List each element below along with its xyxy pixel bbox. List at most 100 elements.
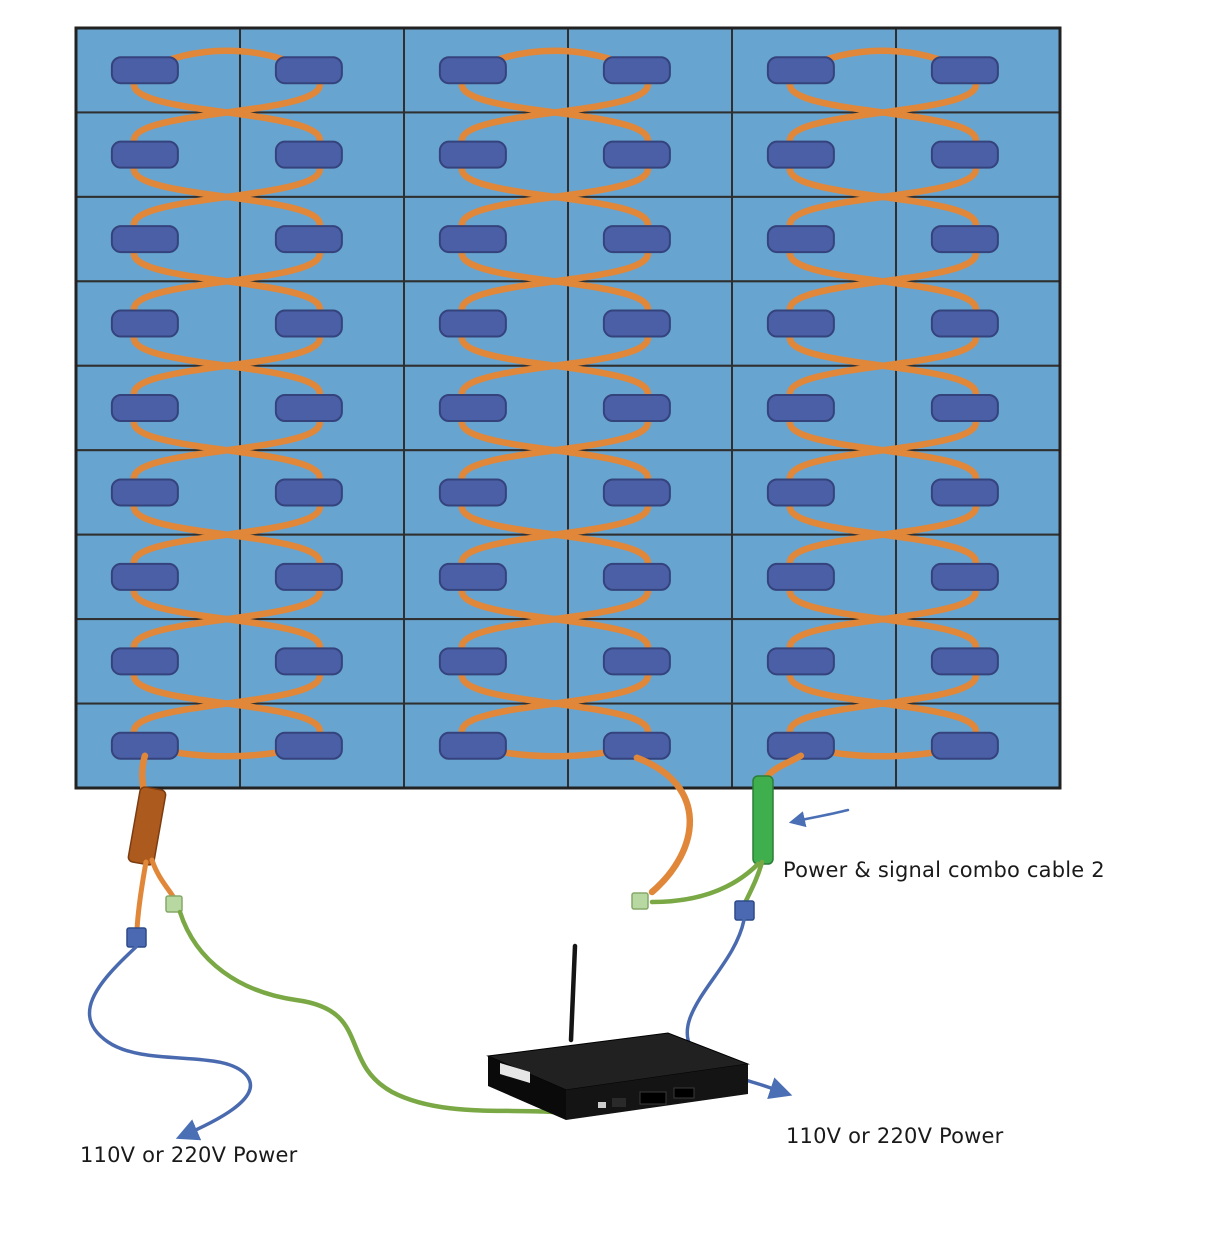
- cable: [786, 489, 979, 581]
- blue-plug-right: [734, 900, 755, 921]
- led-module: [930, 562, 999, 591]
- antenna: [568, 943, 578, 1043]
- led-module: [602, 140, 671, 169]
- blue-plug-left: [126, 927, 147, 948]
- led-module: [602, 394, 671, 422]
- cable: [130, 151, 323, 243]
- cable: [786, 66, 979, 158]
- led-module: [602, 478, 671, 507]
- green-plug-right: [631, 892, 649, 910]
- cable: [130, 320, 323, 412]
- cable: [786, 151, 979, 243]
- panel-outline: [74, 26, 1062, 790]
- led-module: [438, 731, 507, 760]
- cable: [786, 404, 979, 496]
- panel-tile: [239, 195, 405, 283]
- cable: [458, 404, 651, 496]
- cable: [149, 857, 177, 901]
- cable: [633, 754, 693, 896]
- combo-cable-1-connector: [127, 786, 167, 866]
- cable: [458, 489, 651, 581]
- led-module: [438, 56, 507, 85]
- led-module: [438, 225, 507, 254]
- led-module: [438, 309, 507, 338]
- led-module: [110, 394, 179, 422]
- cable: [134, 859, 149, 933]
- led-module: [438, 140, 507, 169]
- led-module: [602, 309, 671, 338]
- led-module: [766, 394, 835, 422]
- panel-tile: [239, 111, 405, 198]
- cable: [130, 658, 323, 750]
- led-module: [274, 225, 343, 254]
- led-module: [766, 647, 835, 676]
- led-module: [438, 478, 507, 507]
- cable: [458, 573, 651, 665]
- cable: [649, 861, 761, 905]
- led-module: [602, 225, 671, 254]
- signal-wire-left: [177, 909, 575, 1117]
- cable: [786, 573, 979, 665]
- led-module: [110, 562, 179, 591]
- cable: [786, 235, 979, 327]
- cable: [130, 66, 323, 158]
- power-right-label: 110V or 220V Power: [786, 1124, 1004, 1148]
- media-player: [486, 943, 750, 1120]
- cable: [786, 320, 979, 412]
- led-module: [274, 647, 343, 676]
- led-module: [766, 225, 835, 254]
- panel-tile: [567, 280, 733, 367]
- led-module: [930, 394, 999, 422]
- cable: [130, 573, 323, 665]
- led-module: [930, 56, 999, 85]
- cable: [130, 235, 323, 327]
- led-module: [766, 56, 835, 85]
- port: [612, 1098, 626, 1107]
- indicator: [598, 1102, 606, 1108]
- led-module: [274, 478, 343, 507]
- led-module: [602, 56, 671, 85]
- green-plug-left: [165, 895, 183, 913]
- led-module: [930, 478, 999, 507]
- led-module: [274, 309, 343, 338]
- led-module: [274, 140, 343, 169]
- led-module: [930, 731, 999, 760]
- led-module: [110, 56, 179, 85]
- led-module: [930, 309, 999, 338]
- port: [639, 1091, 667, 1105]
- power-wire-left: [87, 945, 252, 1141]
- cable: [130, 404, 323, 496]
- led-module: [602, 647, 671, 676]
- led-module: [274, 56, 343, 85]
- cable: [130, 489, 323, 581]
- led-module: [930, 140, 999, 169]
- port: [673, 1087, 695, 1099]
- media-player-label: [500, 1063, 530, 1083]
- led-module: [274, 562, 343, 591]
- led-module: [110, 647, 179, 676]
- combo-cable-2-label: Power & signal combo cable 2: [783, 858, 1105, 882]
- cable: [458, 66, 651, 158]
- cable: [458, 151, 651, 243]
- led-module: [766, 309, 835, 338]
- led-module: [274, 394, 343, 422]
- led-module: [438, 647, 507, 676]
- led-module: [274, 731, 343, 760]
- led-module: [930, 225, 999, 254]
- cable: [458, 320, 651, 412]
- combo-cable-2-connector: [752, 775, 774, 865]
- annotation-arrow: [788, 808, 850, 828]
- cable: [458, 658, 651, 750]
- led-module: [110, 140, 179, 169]
- cable: [742, 859, 765, 906]
- power-left-label: 110V or 220V Power: [80, 1143, 298, 1167]
- cable: [458, 235, 651, 327]
- led-module: [602, 562, 671, 591]
- cable: [786, 658, 979, 750]
- led-module: [438, 562, 507, 591]
- led-module: [766, 140, 835, 169]
- led-module: [438, 394, 507, 422]
- led-module: [110, 309, 179, 338]
